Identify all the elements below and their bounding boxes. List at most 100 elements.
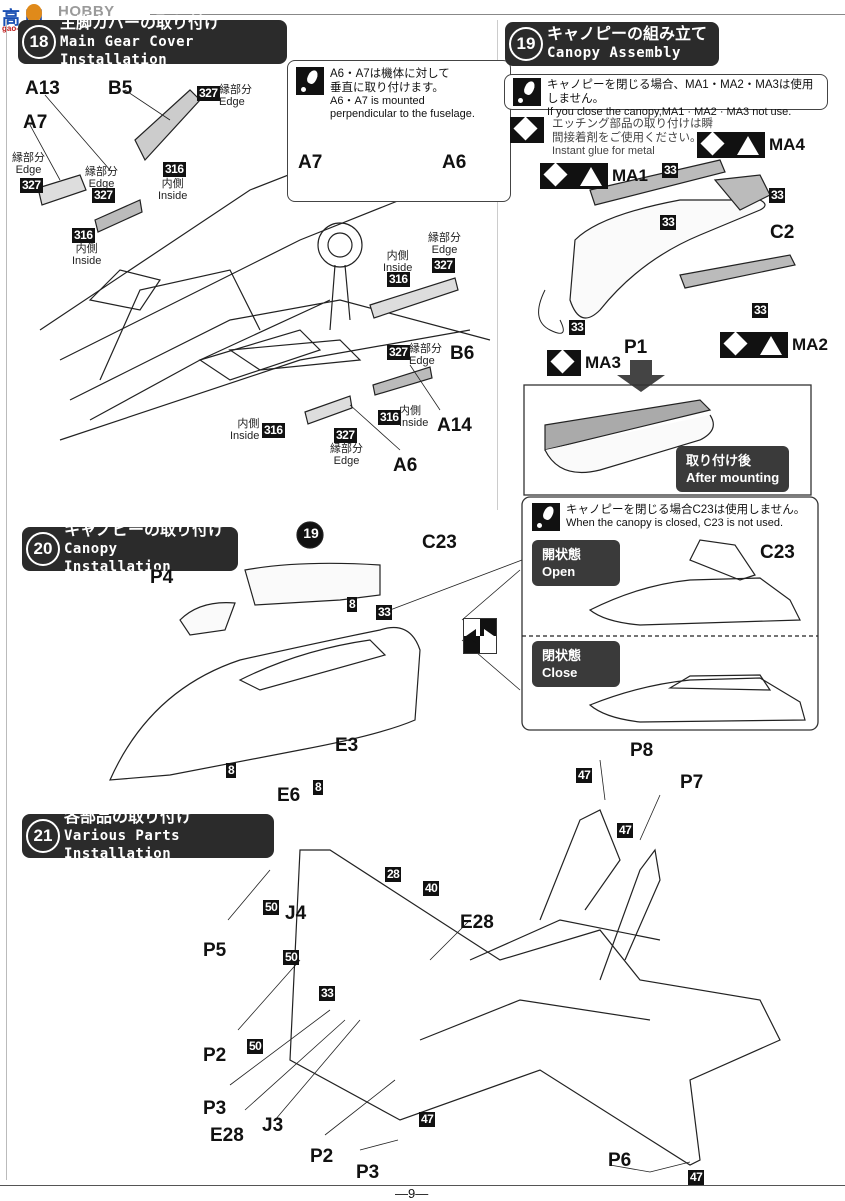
note-jp: キャノピーを閉じる場合、MA1・MA2・MA3は使用しません。 (547, 79, 814, 105)
part-label-ma1: MA1 (612, 166, 648, 185)
step18-part-a6 (304, 395, 353, 425)
close-state-label: 閉状態 Close (532, 641, 620, 687)
part-label-c23: C23 (422, 532, 457, 553)
part-label-p3-b: P3 (356, 1162, 380, 1183)
note-jp: キャノピーを閉じる場合C23は使用しません。 (566, 504, 806, 516)
paint-code: 316 (72, 228, 95, 243)
step19-canopy-drawing (538, 159, 796, 334)
paint-code: 33 (662, 163, 679, 178)
caution-icon (513, 78, 541, 106)
paint-code: 327 (92, 188, 115, 203)
part-label-a7: A7 (23, 112, 48, 133)
step18-part-a13 (94, 199, 143, 233)
etch-note-jp1: エッチング部品の取り付けは瞬 (552, 118, 713, 130)
part-label-ma4: MA4 (769, 135, 805, 154)
paint-code: 40 (423, 881, 440, 896)
etching-chevron-icon (754, 332, 788, 358)
step21-aircraft-drawing (289, 809, 781, 1166)
step-18-number: 18 (22, 25, 56, 59)
paint-code: 316 (378, 410, 401, 425)
step-21-header: 21 各部品の取り付け Various Parts Installation (22, 809, 274, 862)
paint-code: 47 (617, 823, 634, 838)
part-label-e3: E3 (335, 735, 359, 756)
part-label-c2: C2 (770, 222, 795, 243)
step20-cockpit-drawing (109, 562, 421, 781)
open-jp: 開状態 (542, 547, 582, 562)
top-rule (150, 14, 845, 15)
part-label-p2: P2 (203, 1045, 227, 1066)
open-state-drawing (588, 539, 801, 626)
after-mounting-jp: 取り付け後 (686, 453, 752, 468)
etching-part-icon (510, 117, 544, 143)
part-ma2: MA2 (720, 332, 828, 358)
paint-code: 8 (313, 780, 324, 795)
open-en: Open (542, 564, 576, 579)
page-number: —9— (395, 1186, 429, 1201)
step19-reference-marker (296, 521, 324, 549)
paint-code: 8 (347, 597, 358, 612)
paint-code: 28 (385, 867, 402, 882)
close-en: Close (542, 665, 578, 680)
note-en-line2: perpendicular to the fuselage. (330, 108, 475, 120)
paint-code: 8 (226, 763, 237, 778)
step-18-note-box: A6・A7は機体に対して 垂直に取り付けます。 A6・A7 is mounted… (287, 60, 511, 202)
step-19-title-en: Canopy Assembly (547, 45, 681, 61)
caution-icon (296, 67, 324, 95)
part-label-b6: B6 (450, 343, 475, 364)
paint-code: 50 (283, 950, 300, 965)
part-label-p8: P8 (630, 740, 654, 761)
paint-code: 33 (376, 605, 393, 620)
after-mounting-en: After mounting (686, 470, 780, 485)
close-jp: 閉状態 (542, 648, 582, 663)
paint-code: 327 (334, 428, 357, 443)
part-label-p6: P6 (608, 1150, 632, 1171)
part-label-a13: A13 (25, 78, 60, 99)
step-19-header: 19 キャノピーの組み立て Canopy Assembly (505, 22, 719, 66)
after-mounting-drawing (544, 399, 714, 474)
part-label-a6: A6 (393, 455, 418, 476)
open-state-label: 開状態 Open (532, 540, 620, 586)
step-21-number: 21 (26, 819, 60, 853)
part-label-e28: E28 (460, 912, 494, 933)
step-18-title-jp: 主脚カバーの取り付け (60, 15, 221, 32)
paint-code: 327 (432, 258, 455, 273)
bottom-rule (0, 1185, 845, 1186)
paint-code: 33 (769, 188, 786, 203)
part-label-j3: J3 (262, 1115, 284, 1136)
step-21-title-jp: 各部品の取り付け (64, 809, 193, 826)
etch-note-jp2: 間接着剤をご使用ください。 (552, 132, 702, 144)
note-jp-line2: 垂直に取り付けます。 (330, 82, 444, 94)
paint-code: 316 (387, 272, 410, 287)
note-en: When the canopy is closed, C23 is not us… (566, 517, 784, 529)
caution-icon (532, 503, 560, 531)
etching-chevron-icon (574, 163, 608, 189)
part-label-j4: J4 (285, 903, 307, 924)
note-label-a6: A6 (442, 152, 467, 173)
etch-note: エッチング部品の取り付けは瞬 間接着剤をご使用ください。 Instant glu… (510, 117, 713, 158)
step-20-title-jp: キャノピーの取り付け (64, 522, 225, 539)
paint-code: 50 (263, 900, 280, 915)
column-divider (497, 20, 498, 510)
note-jp-line1: A6・A7は機体に対して (330, 68, 450, 80)
step-19-number: 19 (509, 27, 543, 61)
part-ma1: MA1 (540, 163, 648, 189)
paint-code: 316 (262, 423, 285, 438)
note-en-line1: A6・A7 is mounted (330, 95, 425, 107)
step18-fuselage-drawing (39, 99, 501, 441)
etching-diamond-icon (540, 163, 574, 189)
closed-state-drawing (588, 674, 806, 723)
step18-part-a7 (37, 174, 87, 206)
paint-code: 33 (752, 303, 769, 318)
paint-code: 47 (419, 1112, 436, 1127)
part-label-p7: P7 (680, 772, 704, 793)
part-label-a14: A14 (437, 415, 472, 436)
thumbs-up-icon (26, 4, 42, 22)
choice-arrows-icon (463, 618, 497, 654)
